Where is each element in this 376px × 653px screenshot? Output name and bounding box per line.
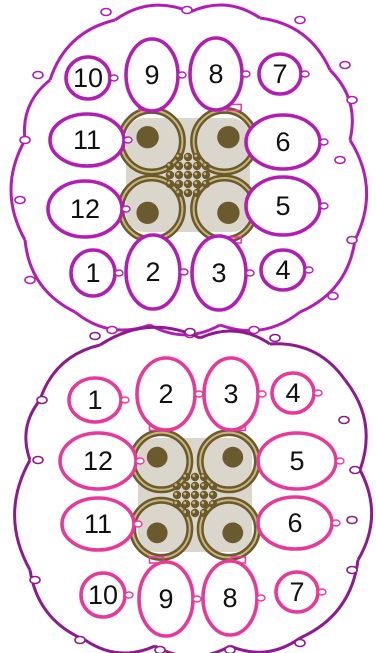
ring-9: 9 xyxy=(126,39,186,111)
ring-label: 7 xyxy=(289,577,304,607)
ring-label: 1 xyxy=(87,385,102,415)
picot xyxy=(37,397,47,404)
outer-chain-arc xyxy=(358,470,372,560)
picot xyxy=(90,333,100,340)
ring-6: 6 xyxy=(258,497,340,549)
ring-8: 8 xyxy=(203,561,265,635)
picot xyxy=(328,293,338,300)
picot xyxy=(350,467,360,474)
outer-chain-arc xyxy=(330,70,352,140)
ring-label: 10 xyxy=(73,63,103,93)
ring-label: 11 xyxy=(84,509,112,539)
picot xyxy=(335,157,345,164)
ring-11: 11 xyxy=(62,498,142,550)
ring-label: 5 xyxy=(289,446,304,476)
outer-chain-arc xyxy=(24,80,50,140)
outer-chain-arc xyxy=(190,5,260,18)
ring-label: 9 xyxy=(144,60,159,90)
picot xyxy=(33,72,43,79)
outer-chain-arc xyxy=(11,140,25,240)
ring-label: 2 xyxy=(145,257,160,287)
ring-6: 6 xyxy=(246,115,328,169)
ring-2: 2 xyxy=(137,358,203,430)
picot xyxy=(101,9,111,16)
outer-chain-arc xyxy=(300,240,355,312)
picot xyxy=(25,277,35,284)
ring-9: 9 xyxy=(139,562,201,636)
outer-chain-arc xyxy=(15,460,30,570)
ring-3: 3 xyxy=(192,236,254,310)
outer-chain-arc xyxy=(350,140,367,240)
outer-chain-arc xyxy=(230,638,300,652)
outer-chain-arc xyxy=(115,5,190,20)
ring-5: 5 xyxy=(246,177,328,235)
ring-2: 2 xyxy=(126,235,188,309)
ring-label: 11 xyxy=(73,125,101,155)
outer-chain-arc xyxy=(85,640,155,653)
ring-label: 1 xyxy=(85,258,100,288)
picot xyxy=(270,335,280,342)
ring-8: 8 xyxy=(190,38,250,110)
outer-chain-arc xyxy=(155,646,230,653)
outer-chain-arc xyxy=(25,240,75,312)
picot xyxy=(75,637,85,644)
outer-chain-arc xyxy=(200,331,270,344)
ring-label: 6 xyxy=(287,508,302,538)
ring-3: 3 xyxy=(204,358,266,430)
ring-label: 2 xyxy=(158,379,173,409)
ring-label: 8 xyxy=(222,583,237,613)
ring-label: 12 xyxy=(70,194,100,224)
picot xyxy=(295,17,305,24)
picot xyxy=(347,237,357,244)
picot xyxy=(155,647,165,653)
picot xyxy=(347,97,357,104)
antique-brass-connector-icon xyxy=(121,104,255,243)
ring-4: 4 xyxy=(261,250,313,290)
ring-10: 10 xyxy=(66,57,118,99)
ring-label: 12 xyxy=(83,446,113,476)
picot xyxy=(340,62,350,69)
ring-4: 4 xyxy=(272,373,322,413)
ring-label: 6 xyxy=(275,127,290,157)
ring-label: 3 xyxy=(211,258,226,288)
ring-1: 1 xyxy=(69,378,129,422)
ring-label: 10 xyxy=(88,580,118,610)
picot xyxy=(33,457,43,464)
ring-12: 12 xyxy=(60,433,144,489)
picot xyxy=(295,640,305,647)
ring-label: 8 xyxy=(208,59,223,89)
ring-label: 9 xyxy=(158,584,173,614)
ring-label: 3 xyxy=(223,379,238,409)
picot xyxy=(347,517,357,524)
ring-label: 7 xyxy=(272,59,287,89)
picot xyxy=(20,137,30,144)
ring-label: 4 xyxy=(275,255,290,285)
picot xyxy=(347,567,357,574)
outer-chain-arc xyxy=(345,380,366,470)
picot xyxy=(30,577,40,584)
ring-7: 7 xyxy=(259,54,309,94)
ring-5: 5 xyxy=(258,433,344,489)
ring-1: 1 xyxy=(71,250,123,296)
picot xyxy=(249,327,259,334)
picot xyxy=(15,197,25,204)
ring-12: 12 xyxy=(48,181,130,237)
picot xyxy=(185,329,195,336)
picot xyxy=(339,417,349,424)
ring-7: 7 xyxy=(276,572,326,612)
ring-11: 11 xyxy=(50,114,132,166)
picot xyxy=(225,647,235,653)
antique-brass-connector-icon xyxy=(133,424,258,563)
outer-chain-arc xyxy=(220,312,300,331)
outer-chain-arc xyxy=(26,400,40,460)
ring-label: 4 xyxy=(285,378,300,408)
picot xyxy=(182,7,192,14)
picot xyxy=(107,327,117,334)
ring-10: 10 xyxy=(81,573,133,617)
ring-label: 5 xyxy=(275,191,290,221)
